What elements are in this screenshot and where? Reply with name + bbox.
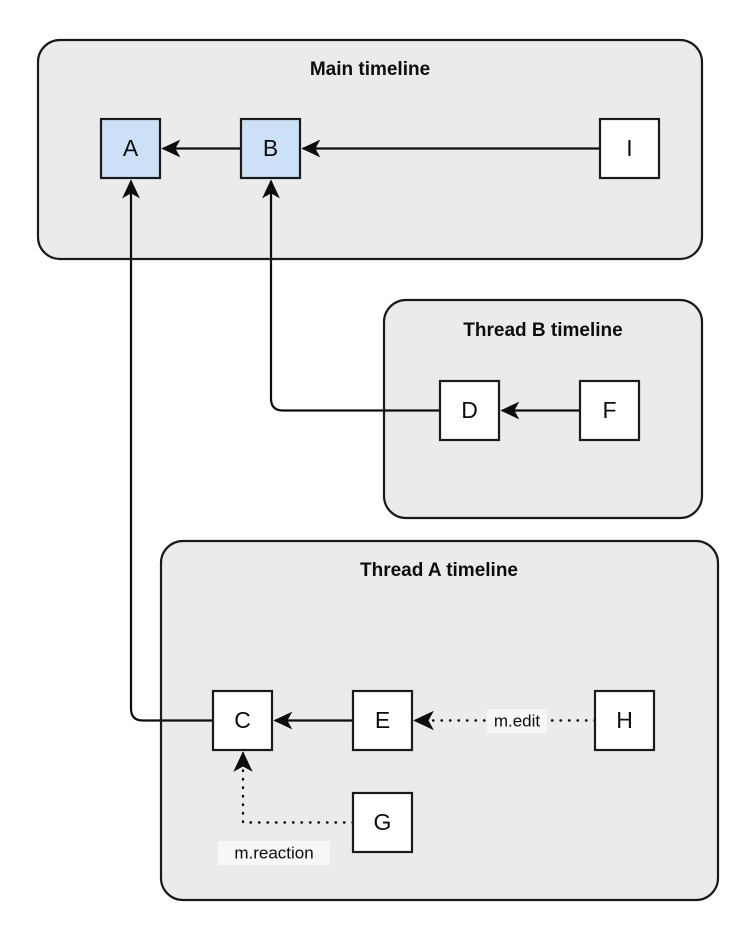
container-main-timeline-title: Main timeline — [310, 59, 430, 80]
node-f-rect — [578, 379, 641, 442]
node-c[interactable]: C — [211, 689, 274, 752]
node-g[interactable]: G — [351, 791, 414, 854]
node-b-label: B — [263, 135, 278, 161]
container-thread-b-timeline-title: Thread B timeline — [463, 320, 622, 341]
node-d[interactable]: D — [438, 379, 501, 442]
node-c-rect — [211, 689, 274, 752]
node-f-label: F — [602, 397, 616, 423]
container-thread-a-timeline-title: Thread A timeline — [360, 560, 518, 581]
node-h[interactable]: H — [593, 689, 656, 752]
node-e-label: E — [375, 707, 390, 733]
container-thread-b-timeline[interactable]: Thread B timeline — [382, 298, 704, 520]
node-e[interactable]: E — [351, 689, 414, 752]
node-c-label: C — [234, 707, 251, 733]
node-d-rect — [438, 379, 501, 442]
node-e-rect — [351, 689, 414, 752]
node-b[interactable]: B — [239, 117, 302, 180]
node-d-label: D — [461, 397, 478, 423]
node-i-label: I — [626, 135, 632, 161]
node-b-rect — [239, 117, 302, 180]
node-a[interactable]: A — [99, 117, 162, 180]
edge-g-to-c[interactable] — [233, 751, 355, 824]
edge-c-to-a[interactable] — [122, 179, 213, 722]
node-g-label: G — [374, 809, 392, 835]
container-thread-b-timeline-rect — [382, 298, 704, 520]
edge-label-m-reaction-text: m.reaction — [234, 843, 313, 862]
node-a-rect — [99, 117, 162, 180]
edge-label-m-edit-text: m.edit — [494, 711, 541, 730]
edge-label-m-reaction: m.reaction — [218, 841, 330, 865]
edge-label-m-reaction-bg — [218, 841, 330, 865]
node-h-label: H — [616, 707, 633, 733]
node-a-label: A — [123, 135, 139, 161]
edge-d-to-b[interactable] — [262, 179, 440, 412]
edge-label-m-edit-bg — [487, 709, 547, 733]
node-i-rect — [598, 117, 661, 180]
node-h-rect — [593, 689, 656, 752]
container-thread-a-timeline[interactable]: Thread A timeline — [159, 539, 720, 902]
node-i[interactable]: I — [598, 117, 661, 180]
edge-label-m-edit: m.edit — [487, 709, 547, 733]
node-f[interactable]: F — [578, 379, 641, 442]
node-g-rect — [351, 791, 414, 854]
